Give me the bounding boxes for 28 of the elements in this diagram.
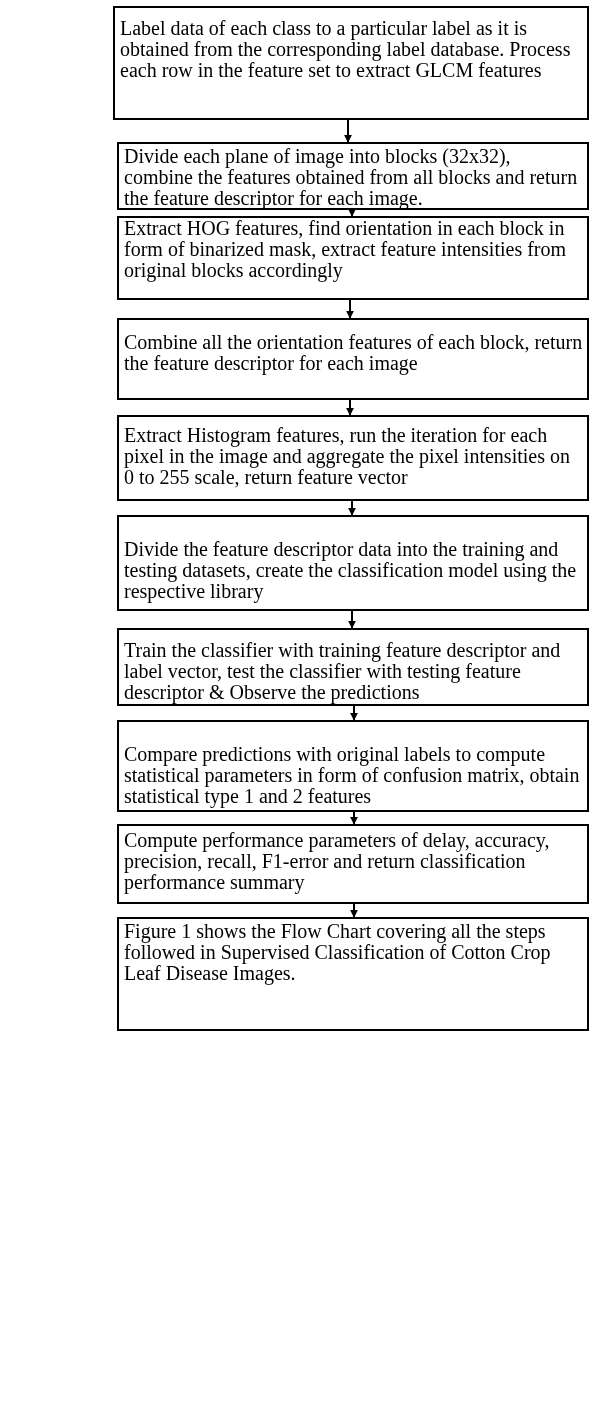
process-box xyxy=(113,6,589,120)
step-text: Compare predictions with original labels to compute statistical parameters in form of confusion matrix, obtain statistical type 1 and 2 features xyxy=(124,744,581,807)
arrow xyxy=(350,705,358,721)
arrow xyxy=(350,903,358,918)
process-box xyxy=(117,720,589,812)
arrow xyxy=(348,610,356,629)
arrow xyxy=(348,500,356,516)
arrow xyxy=(346,399,354,416)
step-text: Extract Histogram features, run the iteration for each pixel in the image and aggregate the pixel intensities on 0 to 255 scale, return feature vector xyxy=(124,425,571,488)
process-box xyxy=(117,216,589,300)
process-box xyxy=(117,628,589,706)
process-box xyxy=(117,515,589,611)
step-text: Divide the feature descriptor data into the training and testing datasets, create the classification model using the respective library xyxy=(124,539,578,602)
process-box xyxy=(117,824,589,904)
step-text: Divide each plane of image into blocks (32x32), combine the features obtained from all blocks and return the feature descriptor for each image. xyxy=(124,146,579,209)
step-text: Combine all the orientation features of each block, return the feature descriptor for each image xyxy=(124,332,583,374)
arrow xyxy=(348,208,356,217)
arrow xyxy=(346,299,354,319)
step-text: Figure 1 shows the Flow Chart covering all the steps followed in Supervised Classification of Cotton Crop Leaf Disease Images. xyxy=(124,921,552,984)
process-box xyxy=(117,318,589,400)
step-text: Label data of each class to a particular label as it is obtained from the corresponding label database. Process each row in the feature set to extract GLCM features xyxy=(120,18,572,81)
arrow xyxy=(350,811,358,825)
step-text: Extract HOG features, find orientation in each block in form of binarized mask, extract feature intensities from original blocks accordingly xyxy=(124,218,568,281)
arrow xyxy=(344,119,352,143)
process-box xyxy=(117,415,589,501)
step-text: Compute performance parameters of delay, accuracy, precision, recall, F1-error and return classification performance summary xyxy=(124,830,551,893)
process-box xyxy=(117,917,589,1031)
step-text: Train the classifier with training feature descriptor and label vector, test the classifier with testing feature descriptor & Observe the predictions xyxy=(124,640,562,703)
